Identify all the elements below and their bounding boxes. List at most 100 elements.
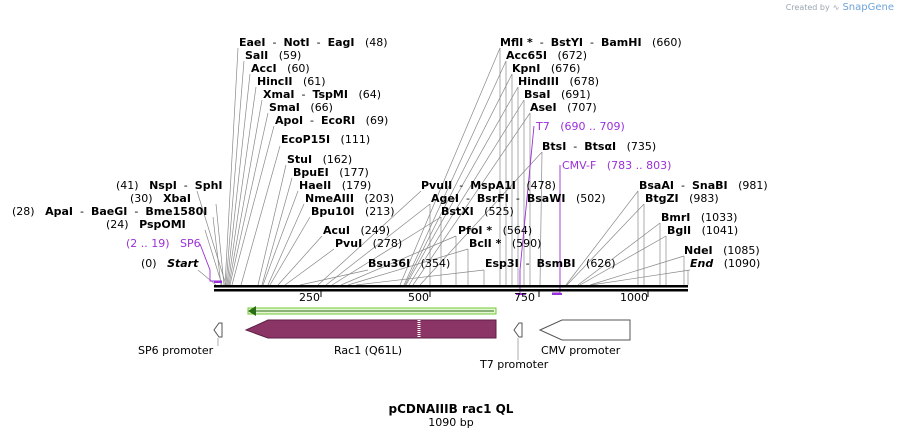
- site-label-part: (525): [474, 205, 514, 218]
- site-label[interactable]: PvuI (278): [335, 237, 402, 250]
- site-label[interactable]: HindIII (678): [518, 75, 599, 88]
- site-label[interactable]: BtsI - BtsαI (735): [542, 140, 656, 153]
- site-label[interactable]: HincII (61): [257, 75, 326, 88]
- sp6-promoter-shape[interactable]: [213, 322, 223, 338]
- credit-prefix: Created by: [785, 3, 830, 12]
- site-label[interactable]: StuI (162): [287, 153, 352, 166]
- site-label-part: -: [452, 179, 470, 192]
- site-label-part: -: [533, 36, 551, 49]
- cmv-promoter-label: CMV promoter: [541, 344, 621, 357]
- site-label-part: (678): [559, 75, 599, 88]
- credit-brand: SnapGene: [842, 2, 894, 13]
- site-label-part: -: [266, 36, 284, 49]
- site-label[interactable]: AseI (707): [530, 101, 597, 114]
- site-label[interactable]: Bpu10I (213): [311, 205, 395, 218]
- site-label-part: MspA1I: [470, 179, 516, 192]
- site-label[interactable]: SmaI (66): [269, 101, 333, 114]
- site-label-part: NmeAIII: [305, 192, 354, 205]
- site-label-part: -: [583, 36, 601, 49]
- site-label[interactable]: AcuI (249): [323, 224, 390, 237]
- site-label[interactable]: (0) Start: [141, 257, 199, 270]
- site-label-part: XmaI: [263, 88, 294, 101]
- site-label-part: -: [303, 114, 321, 127]
- tick-label: 500: [408, 291, 429, 304]
- site-label-part: PvuII: [421, 179, 452, 192]
- snapgene-credit: Created by ∿ SnapGene: [786, 2, 894, 13]
- site-label[interactable]: BclI * (590): [469, 237, 541, 250]
- site-label-part: BsaI: [524, 88, 550, 101]
- site-label[interactable]: AgeI - BsrFI - BsaWI (502): [431, 192, 606, 205]
- site-label[interactable]: BmrI (1033): [661, 211, 737, 224]
- site-label[interactable]: NdeI (1085): [684, 244, 760, 257]
- site-label[interactable]: (24) PspOMI: [106, 218, 186, 231]
- snapgene-logo-icon: ∿: [832, 3, 840, 12]
- site-label-part: (64): [348, 88, 381, 101]
- site-label[interactable]: Esp3I - BsmBI (626): [485, 257, 616, 270]
- site-label-part: EcoRI: [321, 114, 355, 127]
- site-label-part: Bme1580I: [145, 205, 207, 218]
- site-label-part: -: [294, 88, 312, 101]
- site-label[interactable]: (41) NspI - SphI: [116, 179, 223, 192]
- site-label-part: (735): [616, 140, 656, 153]
- site-label[interactable]: BstXI (525): [441, 205, 514, 218]
- site-label-part: EagI: [328, 36, 355, 49]
- site-label[interactable]: (28) ApaI - BaeGI - Bme1580I: [12, 205, 207, 218]
- site-label-part: BsaWI: [527, 192, 566, 205]
- site-label[interactable]: (30) XbaI: [130, 192, 191, 205]
- site-label-part: (0): [141, 257, 167, 270]
- orf-arrow: [247, 306, 497, 316]
- site-label[interactable]: EaeI - NotI - EagI (48): [239, 36, 388, 49]
- site-label-part: BtsαI: [584, 140, 616, 153]
- site-label-part: (28): [12, 205, 45, 218]
- site-label-part: (672): [547, 49, 587, 62]
- site-label-part: (981): [728, 179, 768, 192]
- site-label[interactable]: XmaI - TspMI (64): [263, 88, 381, 101]
- site-label-part: (626): [576, 257, 616, 270]
- site-label[interactable]: PvuII - MspA1I (478): [421, 179, 556, 192]
- features: SP6 promoter Rac1 (Q61L) T7 promoter CMV…: [138, 319, 631, 371]
- ruler: 250 500 750 1000: [299, 291, 649, 304]
- site-label[interactable]: BsaAI - SnaBI (981): [639, 179, 768, 192]
- site-label[interactable]: BpuEI (177): [293, 166, 369, 179]
- site-label-part: AseI: [530, 101, 557, 114]
- site-label-part: (660): [642, 36, 682, 49]
- cmv-promoter-shape[interactable]: [538, 319, 631, 341]
- site-label[interactable]: CMV-F (783 .. 803): [562, 159, 671, 172]
- site-label-part: PfoI *: [458, 224, 492, 237]
- tick-label: 1000: [620, 291, 648, 304]
- site-label[interactable]: End (1090): [690, 257, 760, 270]
- site-label[interactable]: SalI (59): [245, 49, 301, 62]
- site-label-part: (162): [312, 153, 352, 166]
- site-label-part: BsmBI: [537, 257, 576, 270]
- site-label[interactable]: T7 (690 .. 709): [535, 120, 625, 133]
- site-label[interactable]: BtgZI (983): [645, 192, 719, 205]
- site-label-part: EaeI: [239, 36, 266, 49]
- site-label[interactable]: MflI * - BstYI - BamHI (660): [500, 36, 682, 49]
- t7-promoter-label: T7 promoter: [479, 358, 549, 371]
- site-label-part: XbaI: [163, 192, 191, 205]
- site-label[interactable]: PfoI * (564): [458, 224, 532, 237]
- site-label-part: (676): [540, 62, 580, 75]
- map-title: pCDNAIIIB rac1 QL: [389, 402, 514, 416]
- rac1-feature-shape[interactable]: [244, 319, 497, 339]
- t7-promoter-shape[interactable]: [513, 322, 523, 338]
- site-label-part: (30): [130, 192, 163, 205]
- site-label[interactable]: BglI (1041): [667, 224, 738, 237]
- site-label[interactable]: KpnI (676): [512, 62, 580, 75]
- site-label[interactable]: AccI (60): [251, 62, 310, 75]
- site-label-part: NspI: [149, 179, 177, 192]
- site-label-part: ApoI: [275, 114, 303, 127]
- site-label[interactable]: ApoI - EcoRI (69): [275, 114, 388, 127]
- site-label[interactable]: HaeII (179): [299, 179, 371, 192]
- site-label[interactable]: BsaI (691): [524, 88, 591, 101]
- site-label[interactable]: EcoP15I (111): [281, 133, 370, 146]
- site-leader-lines: [196, 47, 691, 286]
- site-label-part: (59): [268, 49, 301, 62]
- site-label[interactable]: (2 .. 19) SP6: [126, 237, 201, 250]
- site-label-part: End: [690, 257, 713, 270]
- site-label[interactable]: Bsu36I (354): [368, 257, 450, 270]
- site-label[interactable]: Acc65I (672): [506, 49, 587, 62]
- site-label[interactable]: NmeAIII (203): [305, 192, 394, 205]
- site-label-part: BsaAI: [639, 179, 674, 192]
